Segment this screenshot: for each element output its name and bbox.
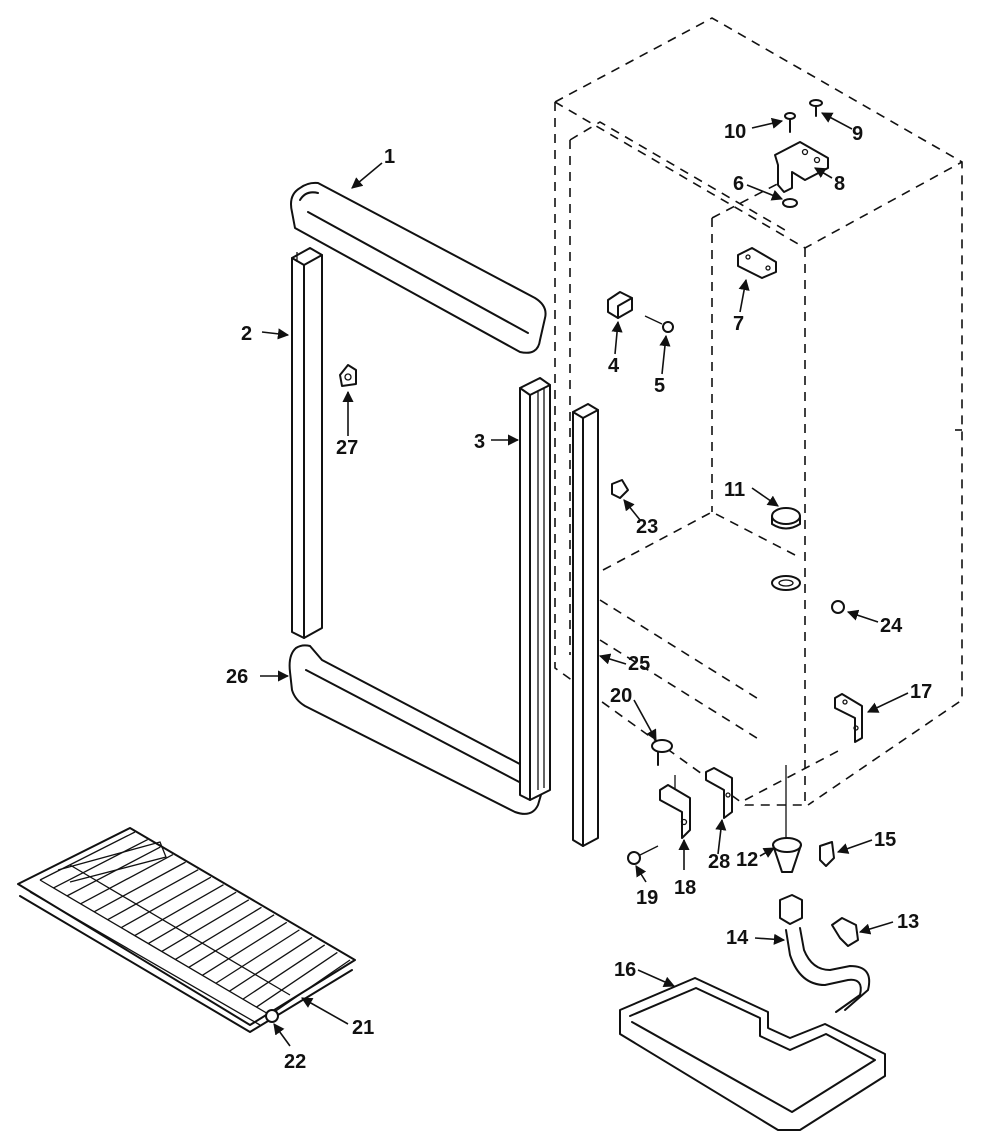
label-part-5: 5 (654, 375, 665, 397)
label-part-27: 27 (336, 437, 358, 459)
label-part-28: 28 (708, 851, 730, 873)
label-part-11: 11 (724, 479, 745, 501)
shelf-wire-rod (80, 854, 174, 905)
part-9-screw (809, 99, 823, 117)
label-part-16: 16 (614, 959, 636, 981)
part-24-screw (831, 600, 845, 614)
part-8-hinge (774, 141, 829, 193)
part-20-fastener (651, 739, 673, 766)
shelf-wire-rod (134, 884, 224, 937)
part-17-bracket (834, 693, 863, 743)
shelf-wire-rod (107, 869, 199, 921)
part-5-screw (644, 315, 674, 333)
label-part-10: 10 (724, 121, 746, 143)
shelf-wire-rod (161, 899, 250, 953)
label-part-9: 9 (852, 123, 863, 145)
part-10-screw (784, 112, 796, 133)
shelf-wire-rod (242, 944, 326, 1000)
leader-arrows (260, 112, 909, 1047)
shelf-wire-rod (66, 846, 161, 897)
label-part-21: 21 (352, 1017, 374, 1039)
part-23-clip (611, 479, 629, 499)
part-26-bottom-frame-rail (288, 644, 545, 815)
part-28-bracket (705, 767, 733, 819)
label-part-17: 17 (910, 681, 932, 703)
label-part-7: 7 (733, 313, 744, 335)
part-12-funnel (772, 765, 802, 873)
part-25-vertical-bar (572, 403, 599, 847)
label-part-23: 23 (636, 516, 658, 538)
label-part-13: 13 (897, 911, 919, 933)
label-part-4: 4 (608, 355, 620, 377)
label-part-6: 6 (733, 173, 744, 195)
shelf-wire-rod (188, 914, 275, 968)
shelf-wire-rod (202, 921, 288, 976)
part-22-shelf-stop (265, 1009, 279, 1023)
part-3-right-channel (519, 377, 551, 801)
part-labels: 1 2 3 4 5 6 7 8 9 10 11 12 13 14 15 16 1… (226, 121, 932, 1073)
shelf-wire-rod (256, 951, 338, 1008)
shelf-wire-rod (174, 906, 262, 960)
label-part-19: 19 (636, 887, 658, 909)
part-13-clip (831, 917, 859, 947)
part-14-drain-tube (779, 894, 871, 1013)
label-part-22: 22 (284, 1051, 306, 1073)
label-part-18: 18 (674, 877, 696, 899)
shelf-wire-rod (147, 891, 237, 945)
shelf-wire-rod (53, 838, 148, 889)
label-part-24: 24 (880, 615, 903, 637)
part-2-left-channel (291, 247, 323, 639)
label-part-12: 12 (736, 849, 758, 871)
part-19-screw (627, 845, 659, 865)
label-part-1: 1 (384, 146, 395, 168)
part-18-bracket (659, 775, 691, 839)
grommet-hole (771, 575, 801, 591)
part-16-drain-pan (619, 977, 886, 1131)
part-11-plug (771, 507, 801, 530)
part-27-clip (339, 364, 357, 387)
label-part-15: 15 (874, 829, 896, 851)
label-part-3: 3 (474, 431, 485, 453)
label-part-8: 8 (834, 173, 845, 195)
label-part-2: 2 (241, 323, 252, 345)
cabinet-outline (554, 17, 963, 806)
shelf-wire-rod (229, 936, 313, 992)
part-15-screw (819, 841, 835, 867)
part-1-top-frame-rail (290, 181, 547, 354)
label-part-26: 26 (226, 666, 248, 688)
shelf-wires (39, 831, 351, 1016)
label-part-25: 25 (628, 653, 650, 675)
shelf-wire-rod (269, 959, 351, 1016)
shelf-wire-rod (39, 831, 136, 881)
label-part-20: 20 (610, 685, 632, 707)
shelf-wire-rod (93, 861, 186, 913)
part-7-bracket (737, 247, 777, 279)
shelf-wire-rod (215, 929, 300, 984)
label-part-14: 14 (726, 927, 749, 949)
part-6-washer (782, 198, 798, 208)
part-4-bracket (607, 291, 633, 319)
shelf-wire-rod (120, 876, 212, 929)
part-21-wire-shelf (17, 827, 356, 1033)
